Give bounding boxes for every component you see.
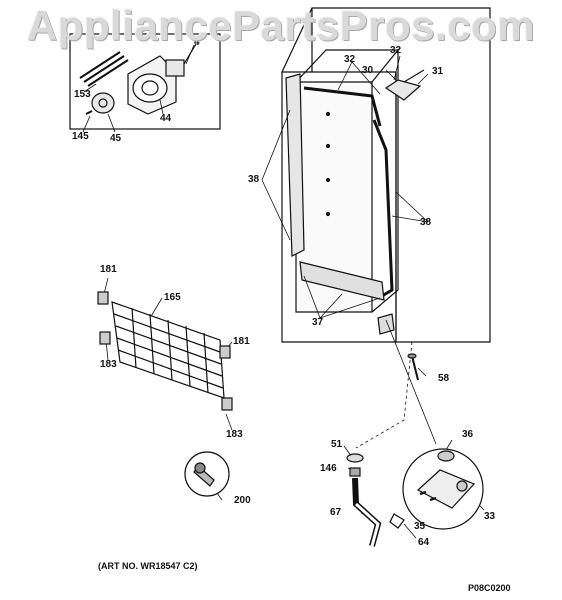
shelf-grille — [97, 291, 233, 411]
figure-code: P08C0200 — [468, 583, 511, 593]
callout-58: 58 — [438, 373, 450, 384]
hinge-detail — [402, 448, 484, 530]
callout-35: 35 — [414, 521, 426, 532]
callout-31: 31 — [432, 66, 444, 77]
refrigerator-cabinet — [281, 7, 491, 343]
callout-67: 67 — [330, 507, 342, 518]
callout-64: 64 — [418, 537, 430, 548]
screw-58 — [407, 353, 419, 381]
callout-153: 153 — [74, 89, 91, 100]
callout-165: 165 — [164, 292, 181, 303]
drain-assembly — [346, 453, 405, 547]
callout-45: 45 — [110, 133, 122, 144]
callout-33: 33 — [484, 511, 496, 522]
leveler-detail — [184, 451, 230, 497]
callout-181-upper: 181 — [100, 264, 117, 275]
callout-44: 44 — [160, 113, 172, 124]
callout-32-gasket: 32 — [344, 54, 356, 65]
callout-30: 30 — [362, 65, 374, 76]
art-number: (ART NO. WR18547 C2) — [98, 561, 198, 571]
callout-37: 37 — [312, 317, 324, 328]
callout-200: 200 — [234, 495, 251, 506]
callout-181-lower: 181 — [233, 336, 250, 347]
callout-145: 145 — [72, 131, 89, 142]
callout-4: 4 — [194, 37, 200, 48]
callout-32-hinge: 32 — [390, 45, 402, 56]
callout-38-right: 38 — [420, 217, 432, 228]
callout-51: 51 — [331, 439, 343, 450]
callout-38-left: 38 — [248, 174, 260, 185]
callout-183-right: 183 — [226, 429, 243, 440]
callout-146: 146 — [320, 463, 337, 474]
callout-36: 36 — [462, 429, 474, 440]
fan-assembly-inset — [69, 33, 221, 130]
callout-183-left: 183 — [100, 359, 117, 370]
